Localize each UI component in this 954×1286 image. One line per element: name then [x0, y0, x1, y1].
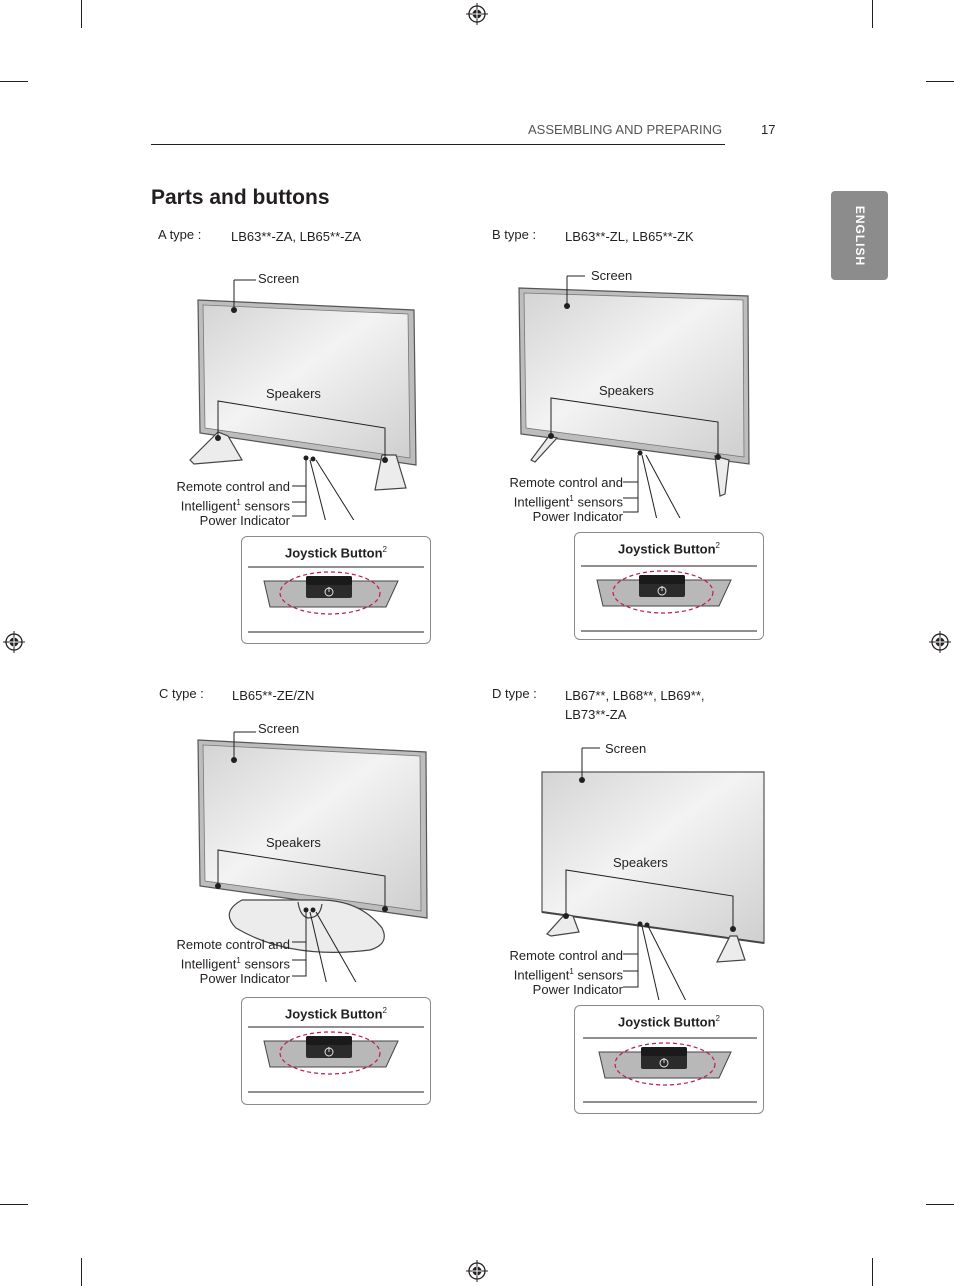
speakers-label: Speakers	[266, 386, 321, 401]
remote-sensor-label: Remote control and Intelligent1 sensors …	[176, 479, 290, 529]
remote-sensor-label: Remote control and Intelligent1 sensors …	[509, 475, 623, 525]
joystick-title: Joystick Button2	[285, 1006, 387, 1022]
tv-diagram-b	[518, 275, 750, 518]
type-d-label: D type :	[492, 686, 537, 701]
type-b-models: LB63**-ZL, LB65**-ZK	[565, 229, 694, 244]
speakers-label: Speakers	[266, 835, 321, 850]
crosshair-circle-icon	[466, 3, 488, 25]
joystick-callout-a: Joystick Button2	[241, 536, 431, 644]
crop-mark	[81, 0, 82, 28]
tv-diagram-a	[189, 279, 417, 520]
type-a-models: LB63**-ZA, LB65**-ZA	[231, 229, 362, 244]
screen-label: Screen	[258, 271, 300, 286]
tv-diagram-c	[197, 731, 428, 982]
crop-mark	[926, 1204, 954, 1205]
power-icon	[324, 1047, 334, 1057]
screen-label: Screen	[591, 268, 633, 283]
running-header: ASSEMBLING AND PREPARING	[528, 122, 723, 137]
crosshair-circle-icon	[466, 1260, 488, 1282]
speakers-label: Speakers	[599, 383, 654, 398]
crop-mark	[0, 1204, 28, 1205]
crop-mark	[81, 1258, 82, 1286]
header-rule	[151, 144, 725, 145]
screen-label: Screen	[605, 741, 647, 756]
power-icon	[657, 586, 667, 596]
crop-mark	[872, 1258, 873, 1286]
page-title: Parts and buttons	[151, 186, 330, 209]
power-icon	[659, 1058, 669, 1068]
crop-mark	[926, 81, 954, 82]
type-b-label: B type :	[492, 227, 537, 242]
type-c-label: C type :	[159, 686, 204, 701]
type-a-label: A type :	[158, 227, 202, 242]
joystick-callout-c: Joystick Button2	[241, 997, 431, 1105]
crop-mark	[0, 81, 28, 82]
joystick-title: Joystick Button2	[285, 545, 387, 561]
power-icon	[324, 587, 334, 597]
joystick-title: Joystick Button2	[618, 1014, 720, 1030]
type-d-models: LB67**, LB68**, LB69**, LB73**-ZA	[565, 688, 705, 722]
screen-label: Screen	[258, 721, 300, 736]
speakers-label: Speakers	[613, 855, 668, 870]
language-tab: ENGLISH	[831, 191, 888, 280]
joystick-callout-d: Joystick Button2	[574, 1005, 764, 1114]
page-number: 17	[761, 122, 776, 137]
crop-mark	[872, 0, 873, 28]
remote-sensor-label: Remote control and Intelligent1 sensors …	[509, 948, 623, 998]
crosshair-circle-icon	[929, 631, 951, 653]
tv-diagram-d	[541, 747, 765, 1000]
joystick-title: Joystick Button2	[618, 541, 720, 557]
joystick-callout-b: Joystick Button2	[574, 532, 764, 640]
crosshair-circle-icon	[3, 631, 25, 653]
remote-sensor-label: Remote control and Intelligent1 sensors …	[176, 937, 290, 987]
type-c-models: LB65**-ZE/ZN	[232, 688, 315, 703]
